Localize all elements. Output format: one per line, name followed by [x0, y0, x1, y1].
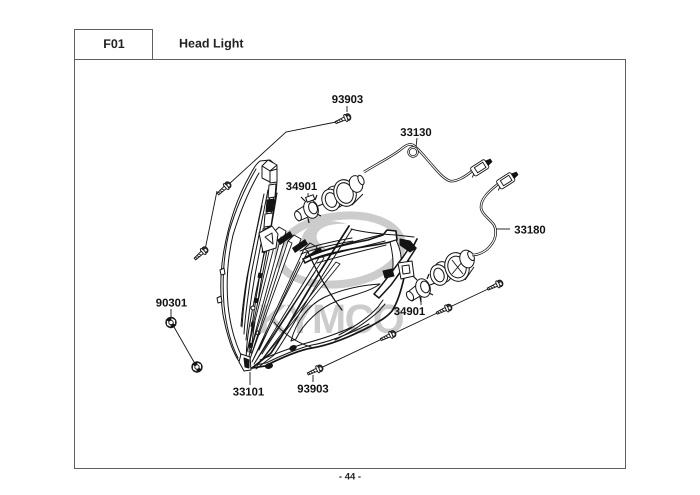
- svg-text:- 44 -: - 44 -: [339, 472, 361, 483]
- svg-text:93903: 93903: [332, 94, 363, 106]
- svg-text:93903: 93903: [297, 384, 328, 396]
- svg-text:Head Light: Head Light: [179, 37, 244, 51]
- svg-text:33180: 33180: [514, 225, 545, 237]
- svg-text:34901: 34901: [286, 181, 317, 193]
- svg-text:90301: 90301: [156, 298, 187, 310]
- svg-text:34901: 34901: [394, 306, 425, 318]
- svg-text:F01: F01: [103, 37, 125, 51]
- svg-text:33101: 33101: [233, 387, 264, 399]
- svg-text:33130: 33130: [400, 127, 431, 139]
